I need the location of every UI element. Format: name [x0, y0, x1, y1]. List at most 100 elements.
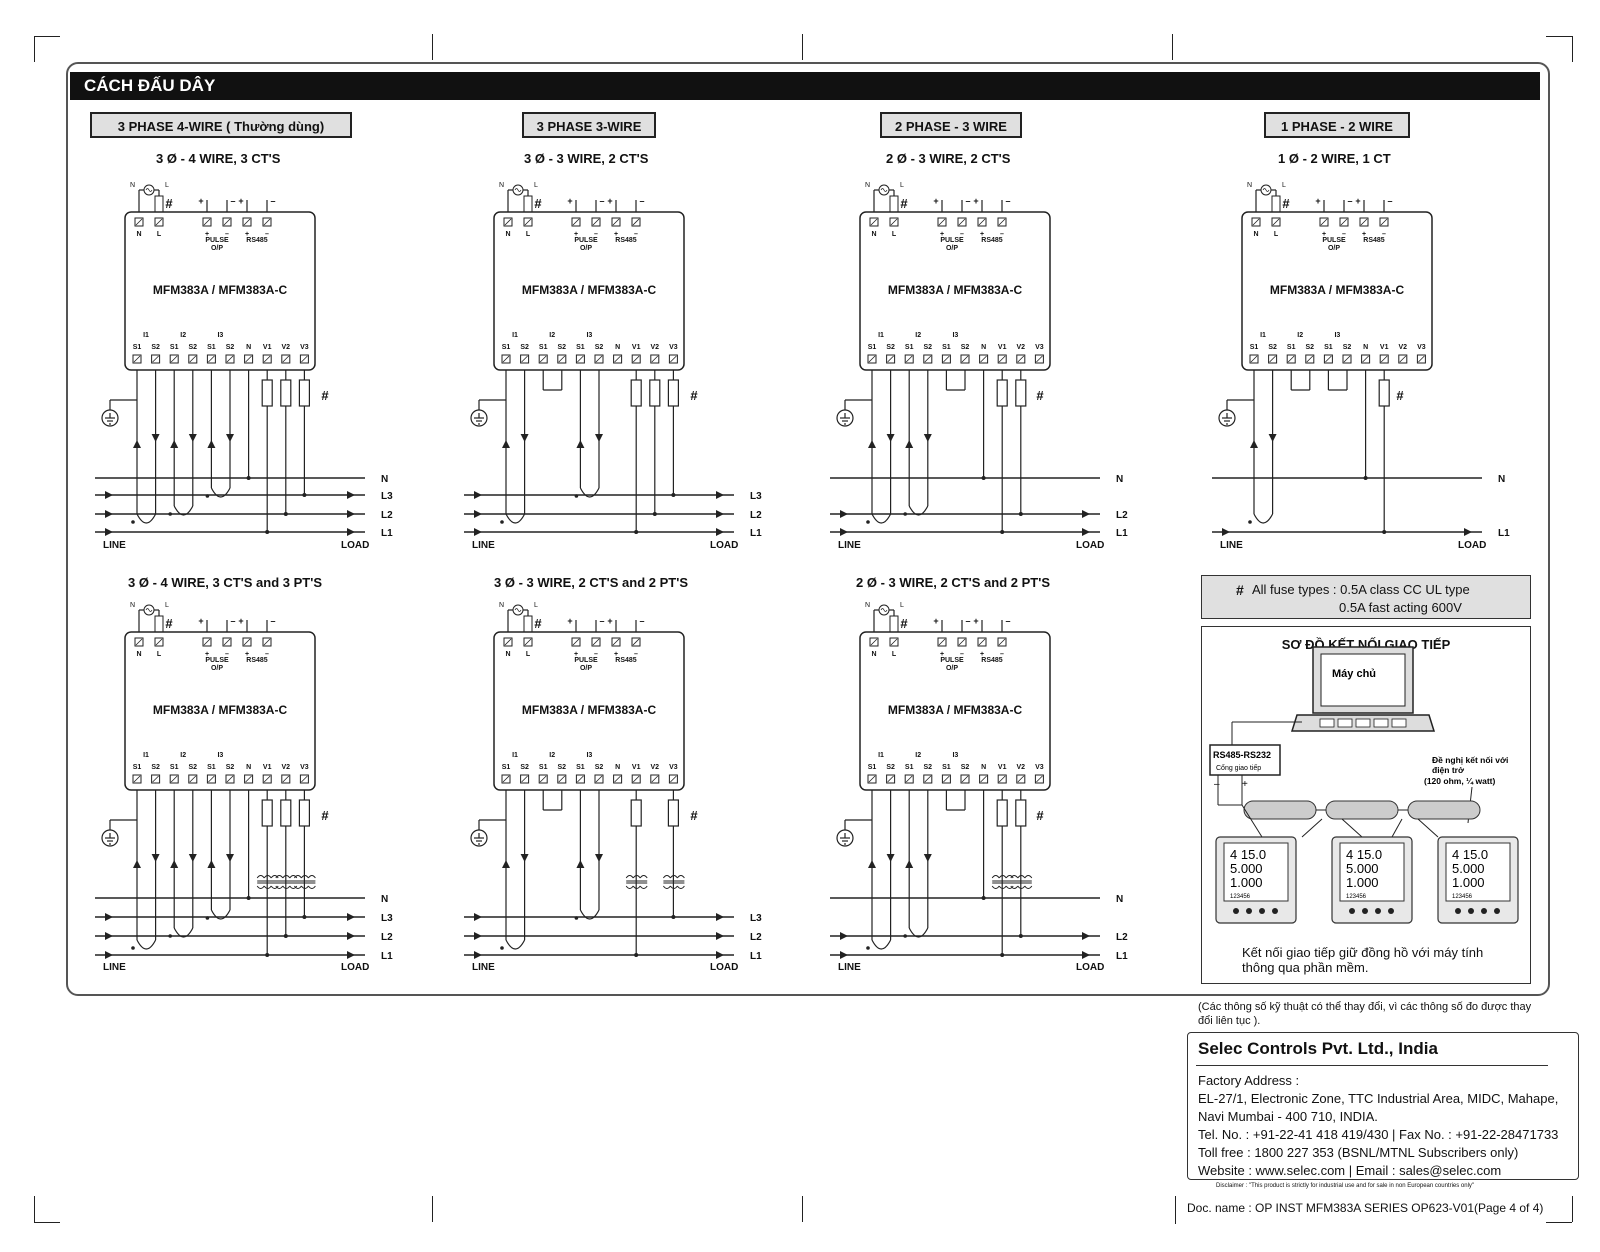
- arrow-right-icon: [474, 951, 482, 959]
- terminal-label: V3: [300, 764, 309, 771]
- arrow-down-icon: [151, 434, 160, 442]
- fuse-hash: #: [1396, 388, 1404, 403]
- fuse-resistor-icon: [996, 799, 1008, 827]
- terminal-screw: [189, 355, 197, 363]
- fuse-resistor-icon: [667, 799, 680, 827]
- meter-reading: 4 15.0: [1452, 847, 1488, 862]
- transformer-icon: [293, 885, 302, 889]
- arrow-right-icon: [347, 951, 355, 959]
- ct-label: I3: [586, 752, 592, 759]
- terminal-label: +: [980, 651, 984, 658]
- meter-reading: 5.000: [1452, 861, 1485, 876]
- arrow-right-icon: [716, 510, 724, 518]
- terminal-label: S1: [207, 764, 216, 771]
- ct-label: I2: [915, 332, 921, 339]
- meter-reading: 4 15.0: [1230, 847, 1266, 862]
- crop-mark: [1572, 36, 1573, 62]
- transformer-icon: [293, 875, 302, 879]
- ct-label: I3: [952, 332, 958, 339]
- keyboard-key: [1355, 718, 1371, 728]
- terminal-label: –: [639, 196, 644, 206]
- terminal-screw: [504, 218, 512, 226]
- terminal-label: S2: [595, 764, 604, 771]
- arrow-right-icon: [105, 951, 113, 959]
- terminal-screw: [1017, 355, 1025, 363]
- terminal-label: PULSE: [940, 657, 964, 664]
- terminal-screw: [1306, 355, 1314, 363]
- meter-reading: 123456: [1452, 894, 1473, 900]
- terminal-label: S1: [133, 764, 142, 771]
- terminal-screw: [998, 355, 1006, 363]
- terminal-label: L: [157, 231, 162, 238]
- terminal-screw: [263, 218, 271, 226]
- line-label: LINE: [103, 540, 126, 551]
- junction-dot: [634, 953, 639, 957]
- terminal-label: O/P: [211, 665, 223, 672]
- rs485-cable: [1241, 800, 1481, 841]
- ct-loop-icon: [908, 505, 929, 516]
- terminal-label: L: [1282, 182, 1286, 189]
- phase-label: L2: [750, 510, 762, 521]
- terminal-label: +: [614, 231, 618, 238]
- terminal-screw: [208, 355, 215, 363]
- terminal-label: S1: [905, 344, 914, 351]
- terminal-screw: [170, 775, 178, 783]
- terminal-label: PULSE: [574, 657, 598, 664]
- transformer-icon: [1005, 885, 1014, 889]
- terminal-screw: [632, 355, 640, 363]
- crop-mark: [802, 1196, 803, 1222]
- terminal-label: +: [614, 651, 618, 658]
- terminal-screw: [133, 355, 141, 363]
- meter-box: [493, 211, 685, 371]
- terminal-label: V3: [669, 764, 678, 771]
- arrow-down-icon: [226, 854, 234, 862]
- terminal-label: S1: [942, 344, 951, 351]
- meter-model: MFM383A / MFM383A-C: [153, 283, 288, 297]
- ct-label: I2: [915, 752, 921, 759]
- transformer-icon: [1005, 875, 1014, 879]
- ac-wave-icon: [880, 188, 888, 192]
- transformer-icon: [1024, 875, 1033, 879]
- arrow-up-icon: [133, 440, 141, 448]
- arrow-up-icon: [905, 860, 914, 868]
- crop-mark: [802, 34, 803, 60]
- arrow-right-icon: [716, 913, 724, 921]
- ct-loop-icon: [579, 909, 600, 920]
- terminal-label: N: [130, 182, 135, 189]
- terminal-label: –: [265, 231, 269, 238]
- terminal-screw: [1017, 775, 1025, 783]
- polarity-dot: [866, 520, 870, 524]
- meter-reading: 5.000: [1230, 861, 1263, 876]
- load-label: LOAD: [1076, 962, 1104, 973]
- terminal-screw: [282, 775, 290, 783]
- terminal-label: N: [1253, 231, 1258, 238]
- disclaimer: Disclaimer : "This product is strictly f…: [1216, 1183, 1475, 1189]
- terminal-label: +: [245, 231, 249, 238]
- arrow-down-icon: [226, 434, 234, 442]
- terminal-screw: [1399, 355, 1407, 363]
- section-title-3p3w: 3 PHASE 3-WIRE: [522, 112, 656, 138]
- terminal-label: –: [1005, 616, 1010, 626]
- arrow-up-icon: [170, 860, 179, 868]
- terminal-label: –: [960, 231, 964, 238]
- phase-label: L1: [750, 528, 762, 539]
- terminal-label: L: [1274, 231, 1279, 238]
- terminal-screw: [998, 218, 1006, 226]
- ct-loop-icon: [579, 487, 600, 498]
- meter-reading: 1.000: [1346, 875, 1379, 890]
- divider: [1196, 1065, 1548, 1066]
- meter-button-icon: [1233, 908, 1239, 914]
- terminal-label: S2: [558, 764, 567, 771]
- company-box: Selec Controls Pvt. Ltd., India Factory …: [1187, 1032, 1579, 1180]
- terminal-screw: [203, 218, 211, 226]
- arrow-up-icon: [576, 440, 585, 448]
- ct-loop-icon: [1253, 513, 1274, 524]
- address-line: Tel. No. : +91-22-41 418 419/430 | Fax N…: [1198, 1127, 1559, 1142]
- terminal-label: V3: [1035, 764, 1044, 771]
- terminal-label: +: [980, 231, 984, 238]
- terminal-label: RS485: [246, 237, 268, 244]
- terminal-screw: [152, 775, 159, 783]
- terminal-label: V1: [632, 344, 641, 351]
